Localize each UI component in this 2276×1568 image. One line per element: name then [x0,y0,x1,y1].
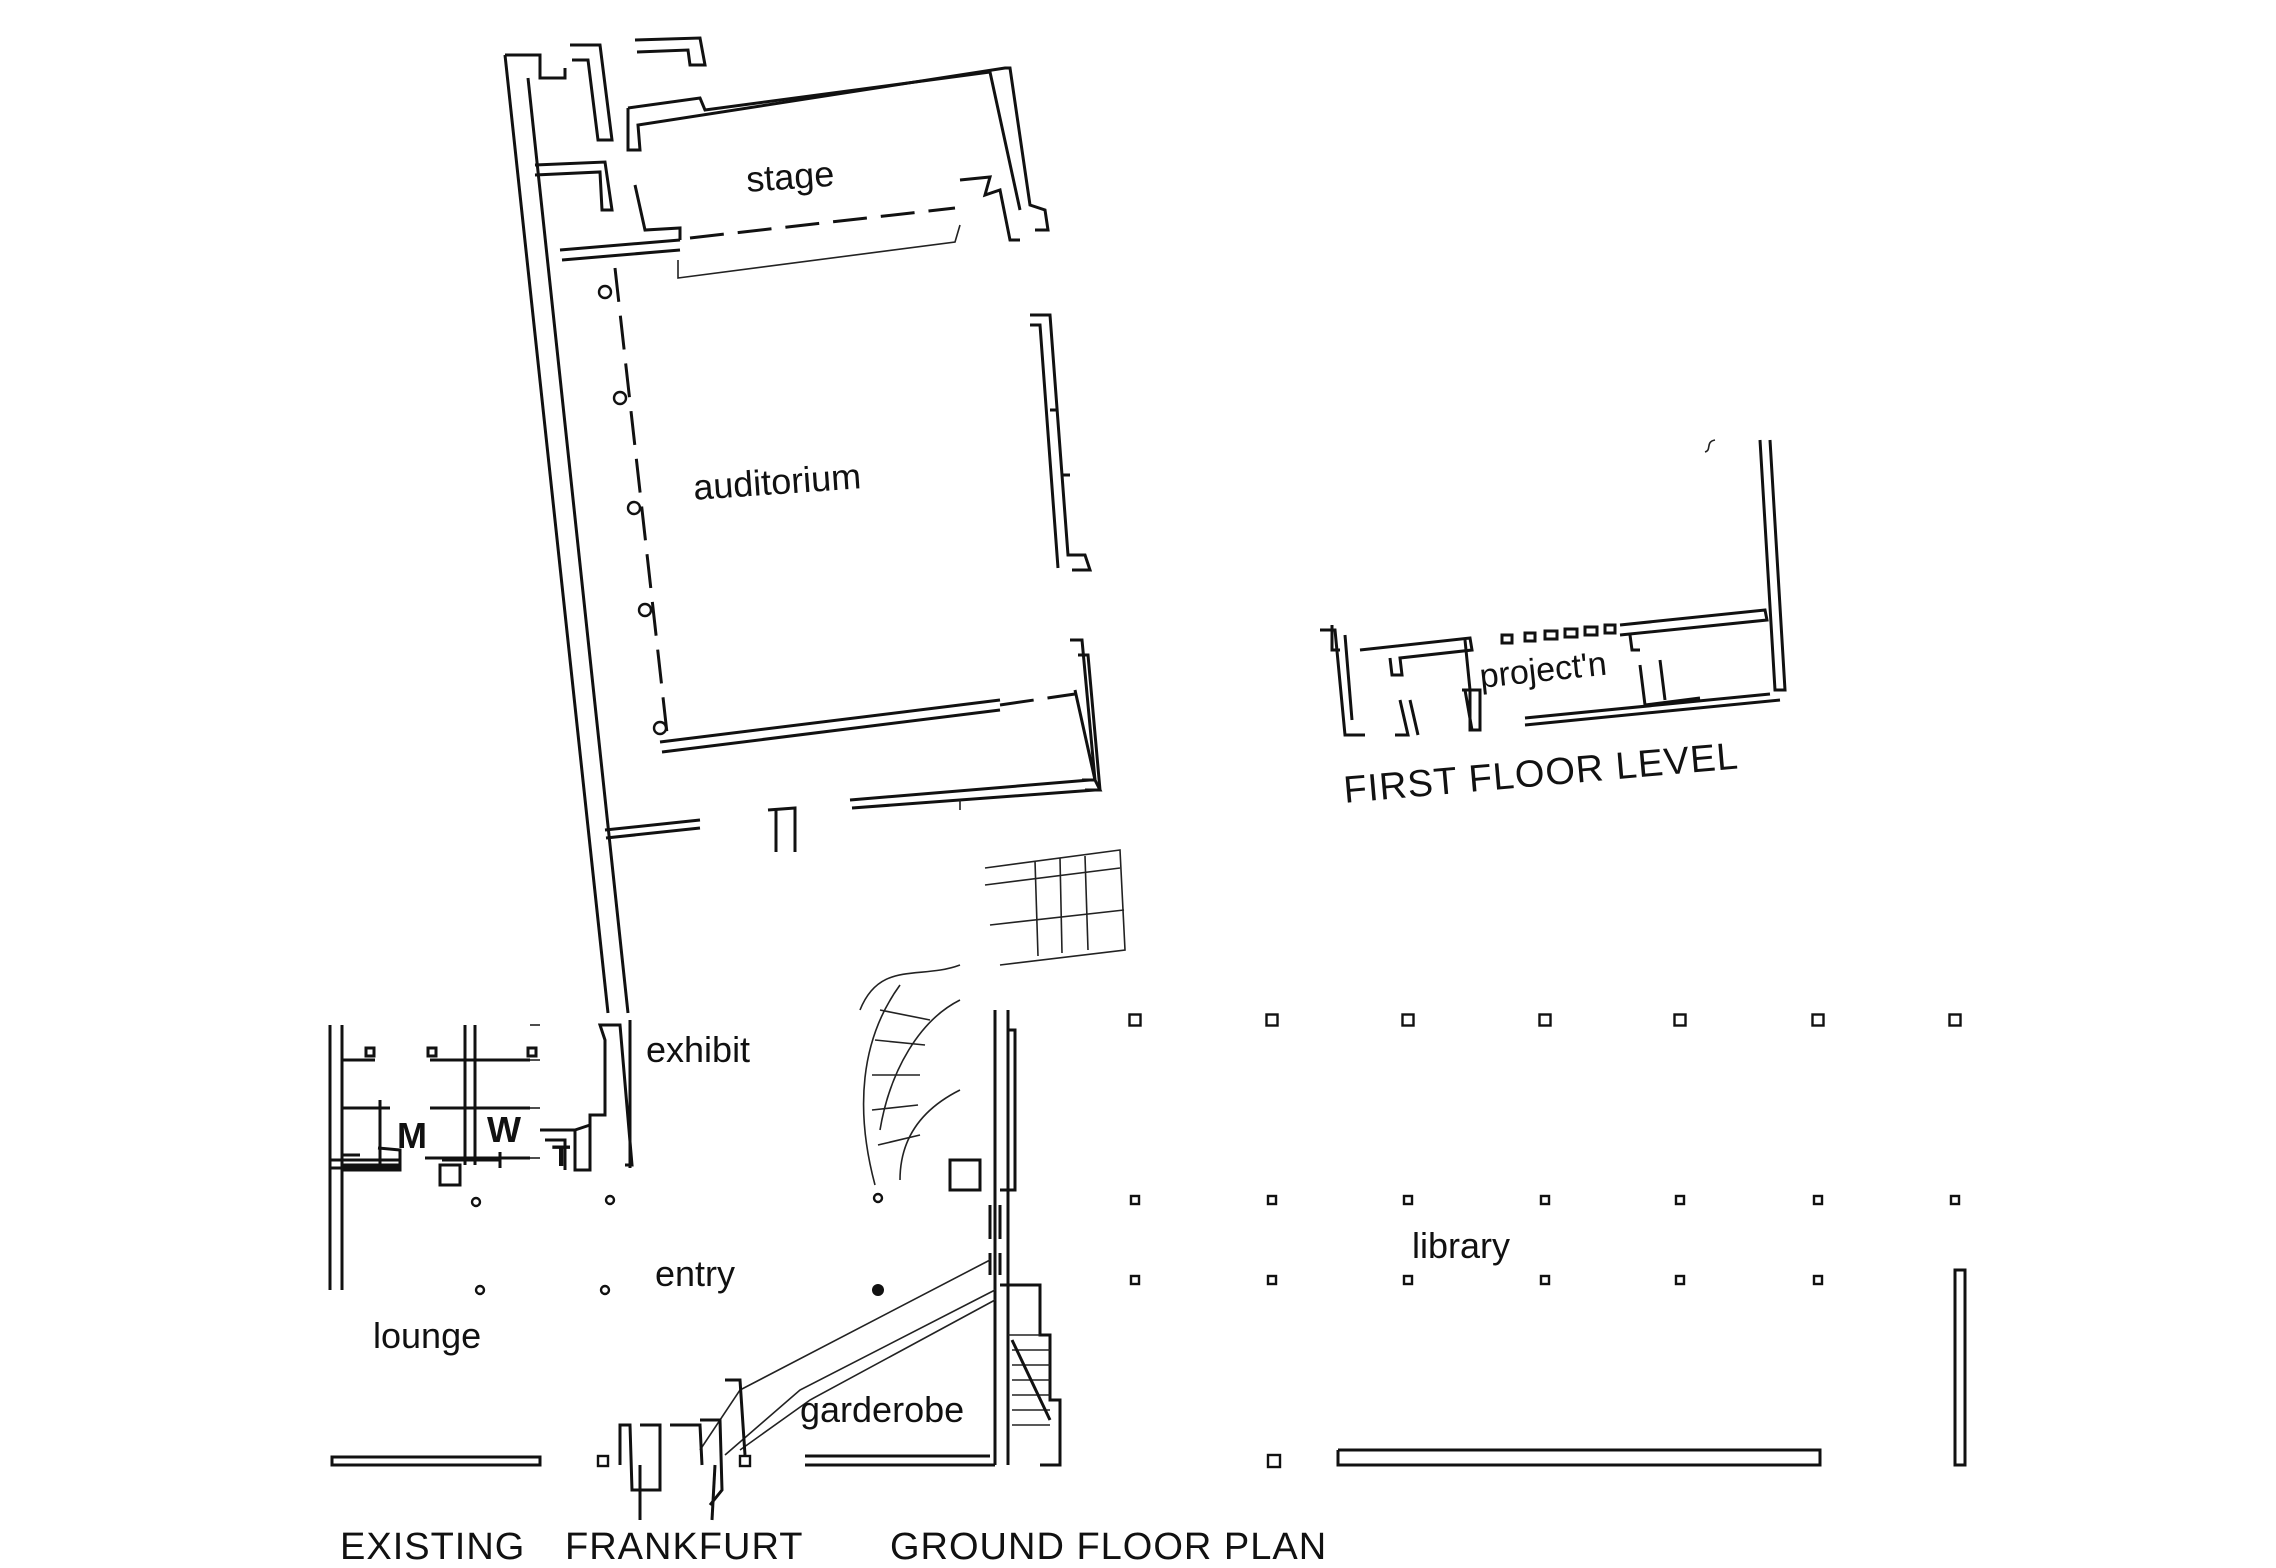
caption-existing: EXISTING [340,1526,526,1568]
spiral-stair [859,964,982,1192]
room-label-exhibit: exhibit [646,1029,751,1070]
library-column [1949,1194,1961,1206]
auditorium-west-wall [503,53,630,1014]
library-column [1265,1013,1279,1027]
first-floor-projection-room [1320,439,1787,737]
library-column [1673,1013,1687,1027]
room-label-men: M [397,1115,427,1156]
library-column [1674,1274,1686,1286]
entry-core [699,1010,1062,1467]
library-column [1811,1013,1825,1027]
entry-columns [470,1192,884,1296]
library-column [1402,1274,1414,1286]
room-label-library: library [1412,1225,1511,1266]
library-column [1812,1194,1824,1206]
south-facade [330,1378,1822,1521]
caption-ground-floor-plan: GROUND FLOOR PLAN [890,1526,1328,1568]
toilets-block [328,1020,634,1290]
room-label-women: W [487,1109,521,1150]
library-column [1674,1194,1686,1206]
library-walls [1953,1268,1967,1467]
library-column [1129,1274,1141,1286]
library-column [1128,1013,1142,1027]
library-column [1538,1013,1552,1027]
auditorium-columns [597,284,668,736]
library-column-grid [1128,1013,1962,1286]
stage-walls [559,66,1050,279]
room-label-stage: stage [744,152,836,200]
auditorium-walls [604,267,1103,852]
library-column [1266,1274,1278,1286]
library-column [1266,1194,1278,1206]
library-column [1401,1013,1415,1027]
library-column [1812,1274,1824,1286]
north-west-fragments [534,36,707,212]
auditorium-stair [984,849,1126,966]
library-column [1129,1194,1141,1206]
library-column [1539,1274,1551,1286]
library-column [1539,1194,1551,1206]
library-column [1948,1013,1962,1027]
room-label-garderobe: garderobe [800,1389,965,1430]
room-label-toilet: T [552,1140,571,1173]
library-column [1402,1194,1414,1206]
room-label-lounge: lounge [373,1315,482,1356]
caption-frankfurt: FRANKFURT [565,1526,804,1568]
room-label-entry: entry [655,1253,736,1294]
